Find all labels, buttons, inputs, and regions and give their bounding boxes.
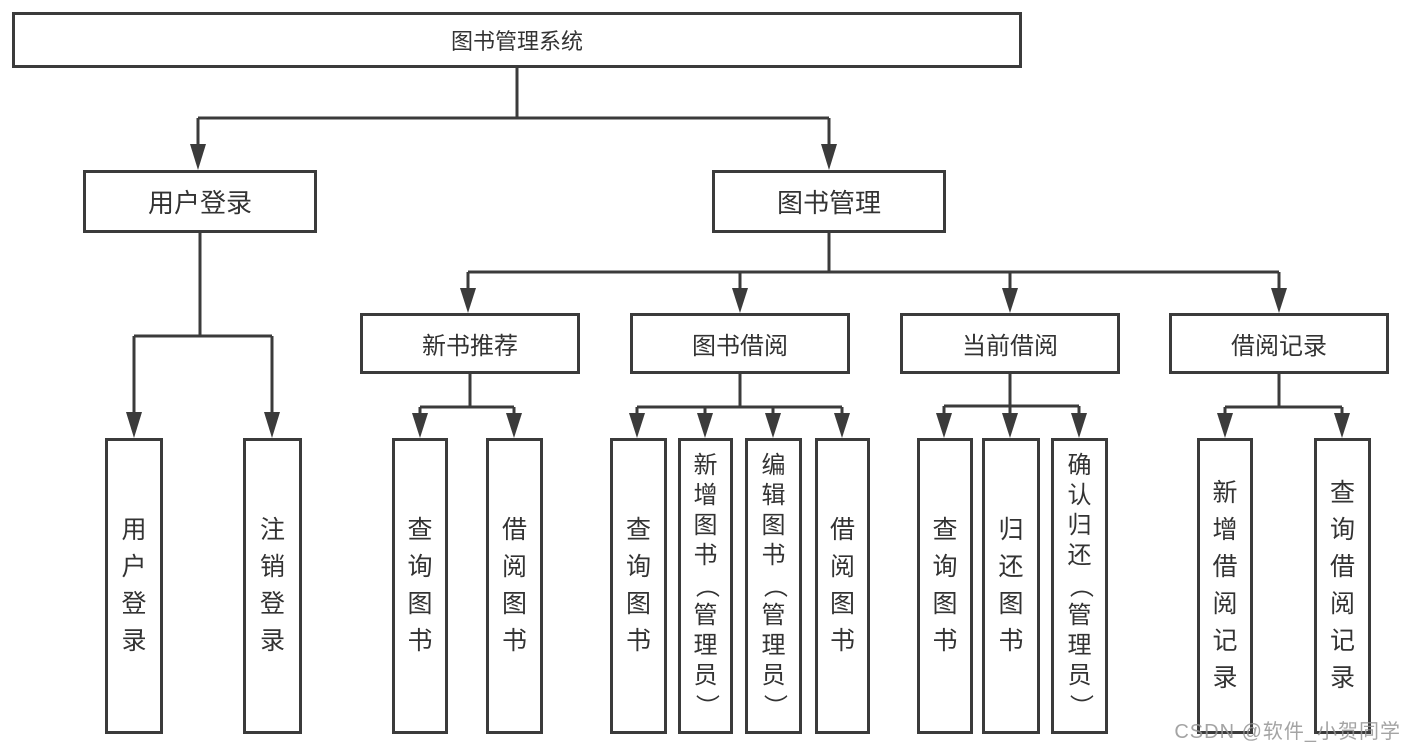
leaf-logout: 注销登录 <box>243 438 302 734</box>
node-book-management: 图书管理 <box>712 170 946 233</box>
leaf-return-books: 归还图书 <box>982 438 1040 734</box>
node-user-login: 用户登录 <box>83 170 317 233</box>
leaf-add-books-admin: 新增图书（管理员） <box>678 438 733 734</box>
leaf-add-borrow-record: 新增借阅记录 <box>1197 438 1253 734</box>
arrowheads <box>126 144 1350 438</box>
leaf-borrow-books: 借阅图书 <box>815 438 870 734</box>
node-current-borrowing: 当前借阅 <box>900 313 1120 374</box>
leaf-query-books-recommend: 查询图书 <box>392 438 448 734</box>
leaf-borrow-books-recommend: 借阅图书 <box>486 438 543 734</box>
leaf-query-books-borrow: 查询图书 <box>610 438 667 734</box>
connector-paths <box>132 68 1344 417</box>
node-borrowing-records: 借阅记录 <box>1169 313 1389 374</box>
node-book-borrowing: 图书借阅 <box>630 313 850 374</box>
csdn-watermark: CSDN @软件_小贺同学 <box>1174 721 1401 743</box>
leaf-query-borrow-record: 查询借阅记录 <box>1314 438 1371 734</box>
leaf-query-books-current: 查询图书 <box>917 438 973 734</box>
leaf-confirm-return-admin: 确认归还（管理员） <box>1051 438 1108 734</box>
node-new-book-recommend: 新书推荐 <box>360 313 580 374</box>
node-library-management-system: 图书管理系统 <box>12 12 1022 68</box>
leaf-edit-books-admin: 编辑图书（管理员） <box>745 438 802 734</box>
leaf-user-login: 用户登录 <box>105 438 163 734</box>
